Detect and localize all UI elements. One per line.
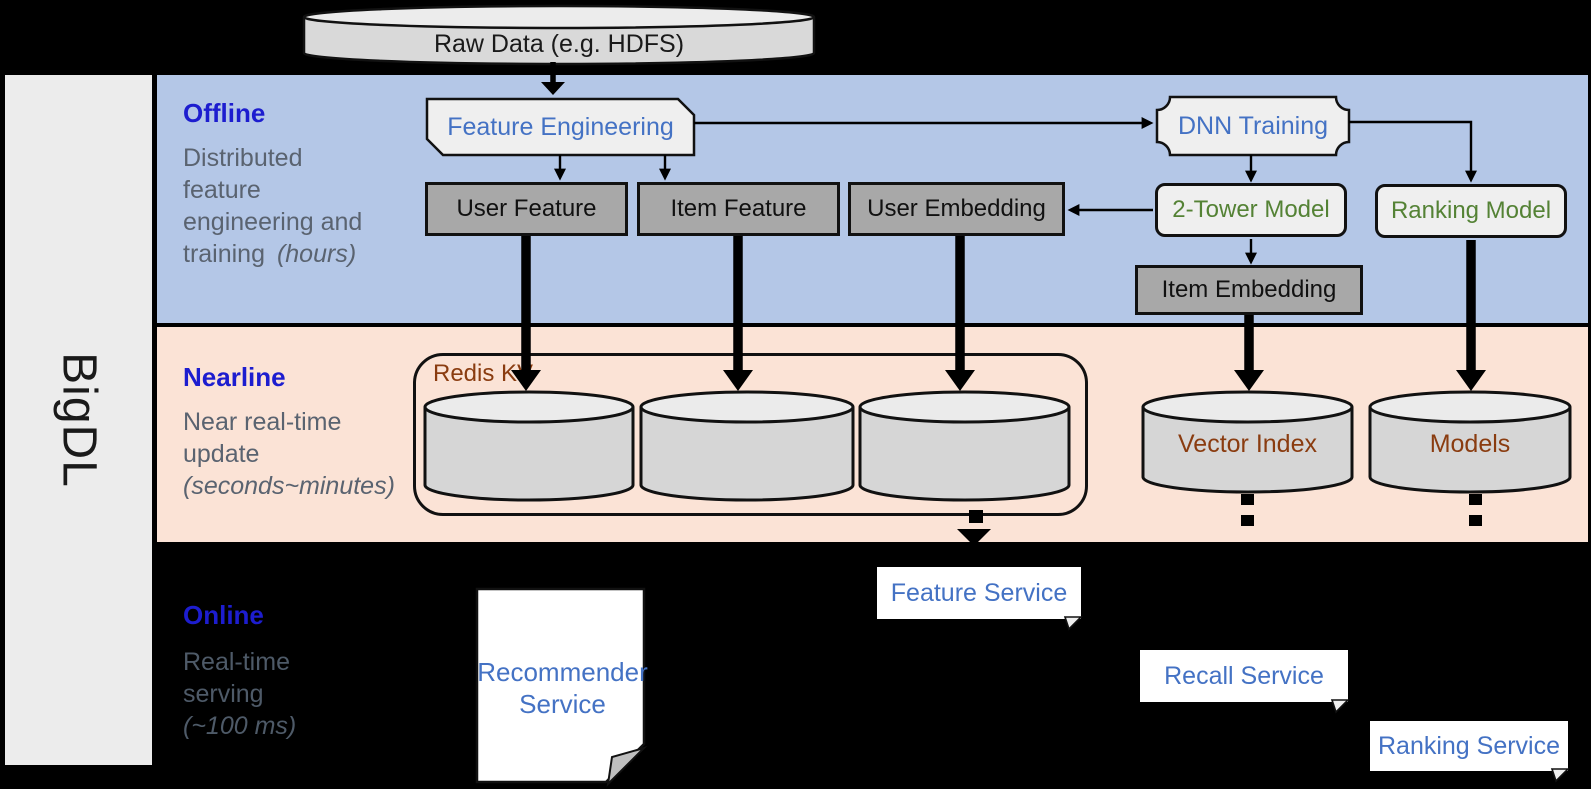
offline-title: Offline [183,98,266,128]
user-embedding-label: User Embedding [867,195,1046,222]
feature-engineering-label: Feature Engineering [447,112,674,141]
redis-cylinder-2 [639,390,855,504]
cylinder-shape [639,390,855,502]
plaque-shape [1155,95,1351,157]
ranking-model-node: Ranking Model [1375,184,1567,238]
recommender-service-document: Recommender Service [475,587,650,788]
item-embedding-node: Item Embedding [1135,265,1363,315]
nearline-desc-line3: (seconds~minutes) [183,472,395,500]
recommender-service-line1: Recommender [477,656,648,687]
two-tower-model-label: 2-Tower Model [1172,196,1330,223]
offline-desc-line2: feature [183,176,261,204]
item-feature-label: Item Feature [670,195,807,222]
raw-data-cylinder: Raw Data (e.g. HDFS) [302,4,816,68]
item-embedding-label: Item Embedding [1161,276,1337,303]
cylinder-shape [423,390,635,502]
item-feature-node: Item Feature [637,182,840,236]
online-title: Online [183,600,264,630]
online-desc-line3: (~100 ms) [183,712,297,740]
ranking-model-label: Ranking Model [1390,197,1552,224]
two-tower-model-node: 2-Tower Model [1155,183,1347,237]
fold-corner-icon [1330,699,1350,714]
recall-service-node: Recall Service [1140,650,1350,714]
feature-service-node: Feature Service [877,567,1083,631]
offline-desc-line4-text: training [183,240,265,268]
bigdl-brand-label: BigDL [52,352,105,488]
nearline-desc-line1: Near real-time [183,408,342,436]
redis-cylinder-3 [858,390,1071,504]
feature-engineering-node: Feature Engineering [425,97,696,157]
offline-description: Distributed feature engineering and trai… [183,142,433,270]
online-description: Real-time serving (~100 ms) [183,646,423,742]
recommender-service-label: Recommender Service [475,587,650,789]
fold-corner-icon [1063,616,1083,631]
offline-desc-line3: engineering and [183,208,363,236]
offline-desc-line4: training (hours) [183,238,433,270]
models-label: Models [1429,430,1511,458]
redis-kv-container [413,353,1088,516]
cylinder-shape [858,390,1071,502]
models-cylinder: Models [1368,390,1572,498]
recommender-service-line2: Service [519,688,606,719]
bigdl-sidebar: BigDL [5,75,152,765]
fold-corner-icon [1550,768,1570,783]
nearline-title: Nearline [183,362,286,392]
feature-service-label: Feature Service [890,578,1068,607]
vector-index-label: Vector Index [1178,430,1317,458]
offline-desc-hours: (hours) [276,240,357,268]
cylinder-shape [1141,390,1354,494]
nearline-desc-line2: update [183,440,260,468]
redis-cylinder-1 [423,390,635,504]
cylinder-shape [302,4,816,66]
online-desc-line2: serving [183,680,264,708]
ranking-service-label: Ranking Service [1377,731,1561,760]
dnn-training-label: DNN Training [1177,111,1329,140]
snip-rect-shape [425,97,696,157]
document-shape [475,587,648,787]
user-feature-label: User Feature [456,195,597,222]
user-feature-node: User Feature [425,182,628,236]
offline-desc-line1: Distributed [183,144,303,172]
online-desc-line1: Real-time [183,648,290,676]
cylinder-shape [1368,390,1572,494]
dnn-training-node: DNN Training [1155,95,1351,157]
redis-kv-label: Redis KV [433,360,534,387]
ranking-service-node: Ranking Service [1370,721,1570,783]
recall-service-label: Recall Service [1164,661,1324,690]
user-embedding-node: User Embedding [848,182,1065,236]
nearline-description: Near real-time update (seconds~minutes) [183,406,423,502]
raw-data-label: Raw Data (e.g. HDFS) [433,29,685,58]
vector-index-cylinder: Vector Index [1141,390,1354,498]
